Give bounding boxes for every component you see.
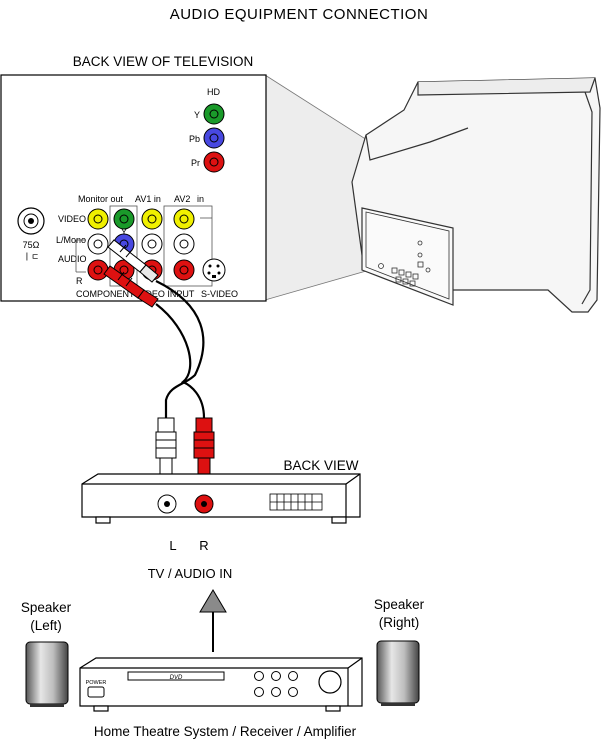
red-plug-tv	[103, 265, 159, 308]
receiver-back-heading: BACK VIEW	[283, 458, 358, 473]
television-rear	[351, 77, 601, 313]
receiver-r-label: R	[199, 538, 208, 553]
s-video-jack[interactable]	[202, 258, 226, 282]
antenna-symbol: ㅣㄷ	[23, 252, 40, 262]
power-label: POWER	[86, 680, 107, 686]
av2-right-jack[interactable]	[173, 259, 195, 281]
r-row-label: R	[76, 276, 83, 286]
receiver-vent	[269, 493, 323, 511]
hd-y-label: Y	[194, 110, 200, 120]
speaker-left-label-1: Speaker	[21, 600, 72, 615]
diagram-title: AUDIO EQUIPMENT CONNECTION	[170, 6, 429, 23]
white-plug-receiver	[155, 417, 177, 486]
speaker-left-label-2: (Left)	[30, 618, 62, 633]
up-arrow-icon	[199, 589, 227, 652]
speaker-right-label-1: Speaker	[374, 597, 425, 612]
receiver-back-box	[81, 473, 361, 524]
volume-knob[interactable]	[318, 670, 342, 694]
hd-y-jack[interactable]	[203, 103, 225, 125]
ohm-label: 75Ω	[23, 240, 40, 250]
monitor-out-label: Monitor out	[78, 194, 124, 204]
monitor-out-video-jack[interactable]	[87, 208, 109, 230]
antenna-jack[interactable]	[17, 207, 45, 235]
red-plug-receiver	[193, 417, 215, 486]
lmono-row-label: L/Mono	[56, 235, 86, 245]
component-y-label: Y	[121, 227, 127, 237]
av2-in-suffix: in	[197, 194, 204, 204]
monitor-out-left-jack[interactable]	[87, 233, 109, 255]
av2-video-jack[interactable]	[173, 208, 195, 230]
monitor-out-right-jack[interactable]	[87, 259, 109, 281]
tv-back-heading: BACK VIEW OF TELEVISION	[73, 54, 254, 69]
video-row-label: VIDEO	[58, 214, 86, 224]
receiver-l-label: L	[169, 538, 176, 553]
speaker-right-icon	[376, 640, 420, 706]
av1-left-jack[interactable]	[141, 233, 163, 255]
av1-video-jack[interactable]	[141, 208, 163, 230]
white-plug-tv	[107, 239, 159, 283]
receiver-right-jack[interactable]	[194, 494, 214, 514]
power-button[interactable]	[87, 686, 105, 698]
speaker-left-icon	[25, 641, 69, 707]
hd-pb-jack[interactable]	[203, 127, 225, 149]
s-video-label: S-VIDEO	[201, 289, 238, 299]
audio-row-label: AUDIO	[58, 254, 87, 264]
speaker-right-label-2: (Right)	[379, 615, 420, 630]
disc-tray[interactable]	[127, 671, 225, 681]
control-knobs[interactable]	[254, 671, 298, 697]
hd-label: HD	[207, 87, 220, 97]
audio-cable	[155, 280, 206, 419]
receiver-left-jack[interactable]	[157, 494, 177, 514]
component-y-jack[interactable]	[113, 208, 135, 230]
tv-audio-in-label: TV / AUDIO IN	[148, 566, 233, 581]
av2-in-label: AV2	[174, 194, 190, 204]
hd-pb-label: Pb	[189, 134, 200, 144]
hd-pr-label: Pr	[191, 158, 200, 168]
hd-pr-jack[interactable]	[203, 151, 225, 173]
dvd-label: DVD	[170, 675, 183, 681]
av1-in-label: AV1 in	[135, 194, 161, 204]
av2-left-jack[interactable]	[173, 233, 195, 255]
system-caption: Home Theatre System / Receiver / Amplifi…	[94, 724, 357, 739]
